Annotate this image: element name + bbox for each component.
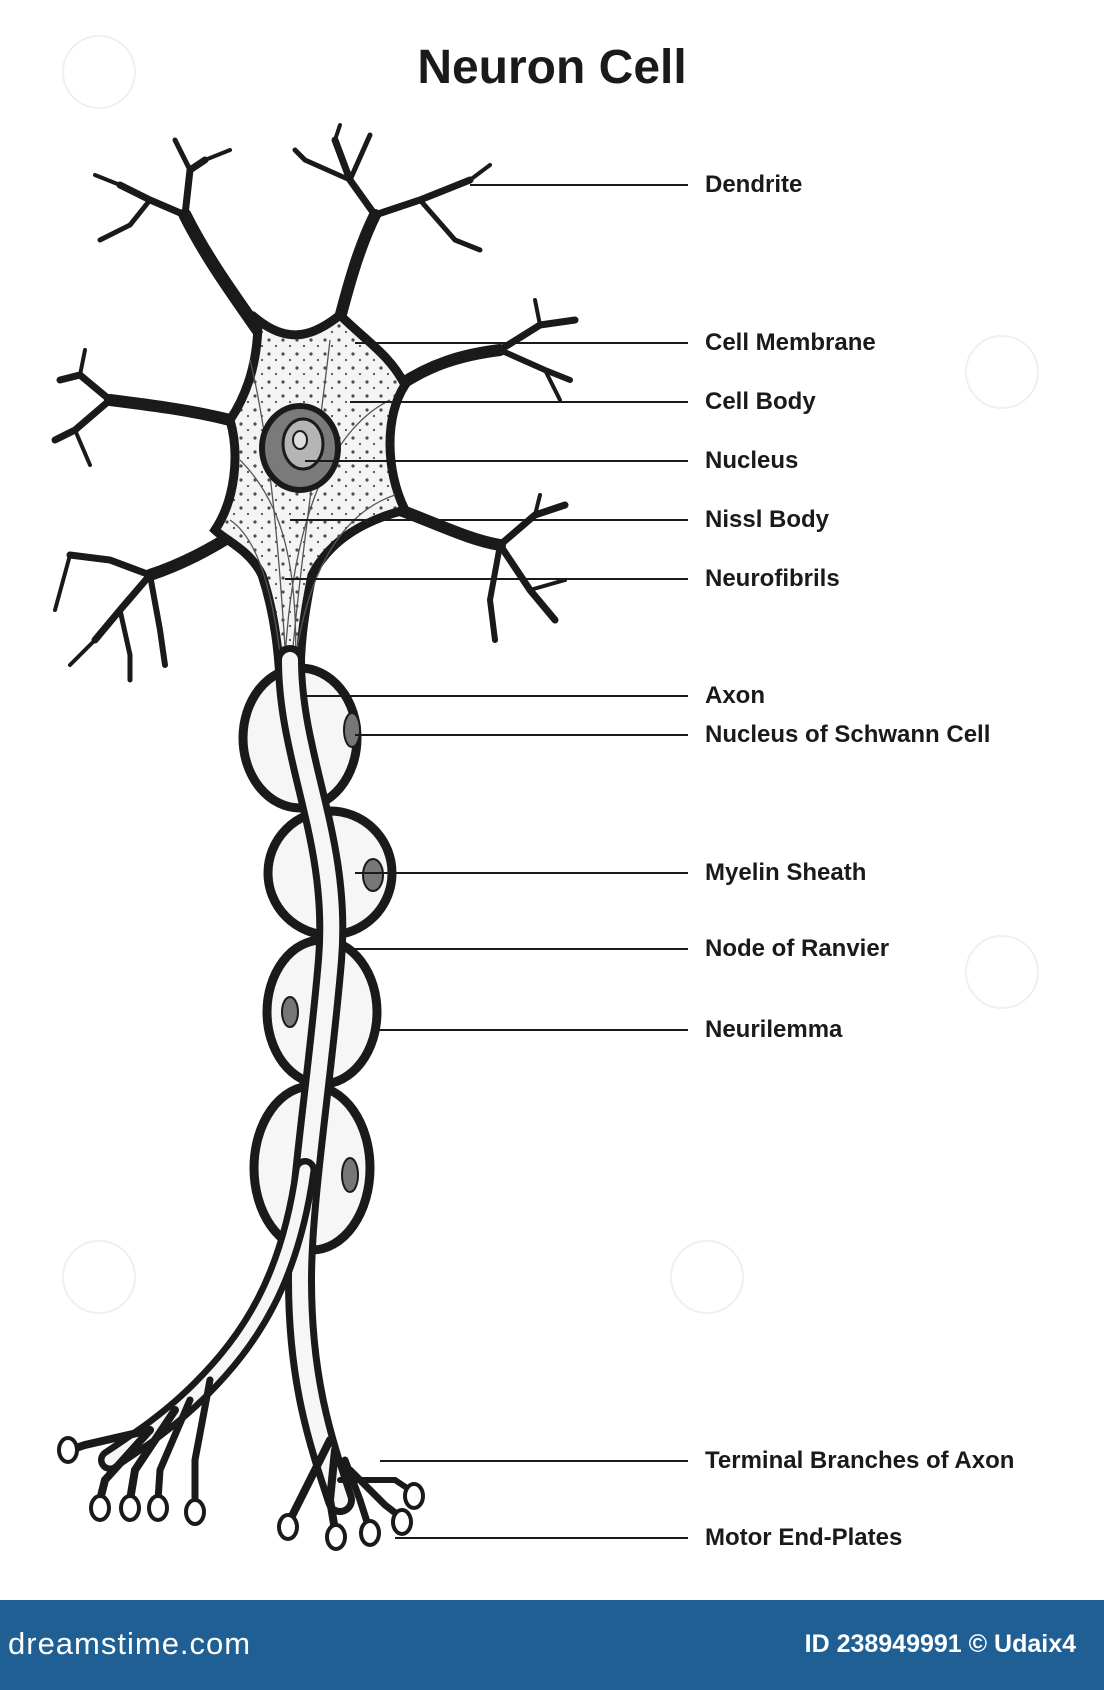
dendrite-twig xyxy=(347,132,373,183)
watermark-swirl-icon xyxy=(965,335,1039,409)
label-nucleus-of-schwann-cell: Nucleus of Schwann Cell xyxy=(705,721,991,748)
label-leader-lines xyxy=(285,184,688,1539)
dendrite-right xyxy=(394,344,506,391)
label-cell-membrane: Cell Membrane xyxy=(705,329,876,356)
dendrite-twig xyxy=(371,176,474,219)
label-nissl-body: Nissl Body xyxy=(705,506,830,533)
footer-bar: dreamstime.com ID 238949991 © Udaix4 xyxy=(0,1600,1104,1690)
dendrite-twig xyxy=(117,607,133,683)
dendrite-twig xyxy=(533,298,542,327)
dendrite-lower-right xyxy=(394,504,506,551)
dendrite-twig xyxy=(93,173,122,187)
dendrite-twig xyxy=(147,572,168,668)
dendrite-twig xyxy=(73,428,92,467)
dendrite-twig xyxy=(203,148,232,162)
dendrite-twig xyxy=(53,553,72,612)
dendrite-twig xyxy=(333,123,342,142)
watermark-swirl-icon xyxy=(62,35,136,109)
schwann-cell-nuclei xyxy=(281,712,384,1193)
dendrite-twig xyxy=(468,163,492,182)
label-myelin-sheath: Myelin Sheath xyxy=(705,859,867,886)
diagram-stage: Neuron Cell Dendrite Cell Membrane Cell … xyxy=(51,35,1039,1551)
dendrite-upper-left xyxy=(178,208,265,337)
label-nucleus: Nucleus xyxy=(705,447,799,474)
dendrite-twig xyxy=(51,396,114,444)
motor-end-plates xyxy=(57,1436,425,1551)
label-dendrite: Dendrite xyxy=(705,171,803,198)
label-motor-end-plates: Motor End-Plates xyxy=(705,1524,903,1551)
label-cell-body: Cell Body xyxy=(705,388,816,415)
neurofibrils xyxy=(229,339,396,681)
dendrite-twig xyxy=(497,347,573,383)
label-neurofibrils: Neurofibrils xyxy=(705,565,840,592)
dendrite-twig xyxy=(172,137,193,173)
image-credit: ID 238949991 © Udaix4 xyxy=(804,1630,1076,1658)
dendrite-twig xyxy=(496,541,559,624)
dendrite-twig xyxy=(292,147,353,183)
neuron-illustration xyxy=(51,123,688,1551)
diagram-title: Neuron Cell xyxy=(417,41,687,94)
dendrite-twig xyxy=(528,578,567,592)
dendrite-twig xyxy=(543,368,562,402)
watermark-swirl-icon xyxy=(62,1240,136,1314)
label-axon: Axon xyxy=(705,682,765,709)
dendrite-twig xyxy=(417,197,483,253)
brand-logo: dreamstime.com xyxy=(8,1626,252,1661)
watermark-swirl-icon xyxy=(670,1240,744,1314)
dendrite-twig xyxy=(56,371,114,404)
dendrite-twig xyxy=(533,493,542,517)
nucleus xyxy=(259,403,341,493)
dendrite-twig xyxy=(486,542,503,643)
label-neurilemma: Neurilemma xyxy=(705,1016,843,1043)
dendrite-upper-right xyxy=(334,209,381,324)
dendrite-twig xyxy=(496,316,579,354)
terminal-branches xyxy=(66,1376,413,1534)
dendrite-twig xyxy=(78,348,87,377)
label-node-of-ranvier: Node of Ranvier xyxy=(705,935,890,962)
dendrite-twig xyxy=(68,638,97,667)
label-terminal-branches-of-axon: Terminal Branches of Axon xyxy=(705,1447,1015,1474)
dendrite-twig xyxy=(496,501,569,549)
dendrite-left xyxy=(104,394,236,426)
dendrite-twig xyxy=(66,551,154,579)
dendrite-twig xyxy=(97,197,153,243)
watermark-swirl-icon xyxy=(965,935,1039,1009)
